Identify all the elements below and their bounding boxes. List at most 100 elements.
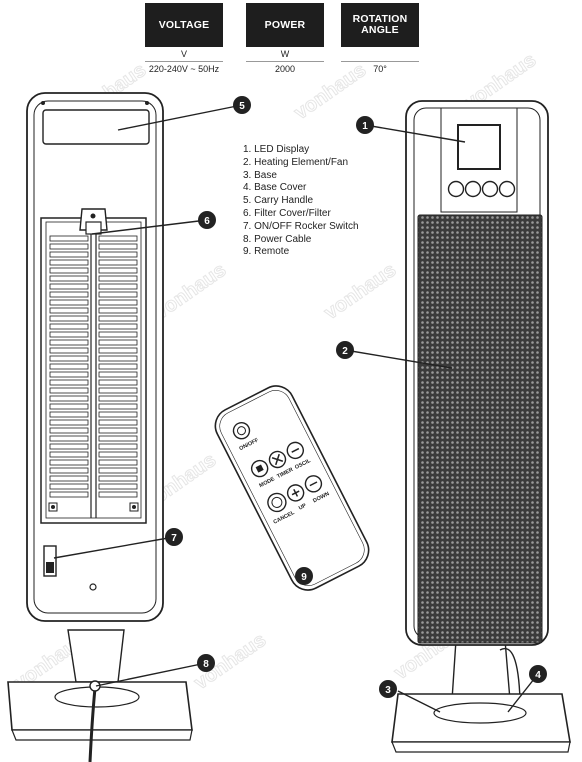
led-display	[457, 124, 501, 170]
spec-power-unit: W	[246, 47, 324, 62]
legend-item: 6. Filter Cover/Filter	[243, 207, 331, 219]
callout-1: 1	[356, 116, 374, 134]
louver-slat	[49, 235, 89, 242]
louver-slat	[49, 323, 89, 330]
louver-slat	[49, 475, 89, 482]
spec-rotation-unit	[341, 47, 419, 62]
louver-slat	[49, 379, 89, 386]
louver-slat	[98, 419, 138, 426]
svg-text:3: 3	[385, 685, 391, 696]
legend-item: 9. Remote	[243, 246, 290, 258]
louver-slat	[98, 427, 138, 434]
power-cable	[88, 687, 97, 762]
svg-text:6: 6	[204, 216, 210, 227]
louver-slat	[49, 411, 89, 418]
heating-element-grille	[417, 214, 543, 644]
louver-slat	[49, 283, 89, 290]
callout-2: 2	[336, 341, 354, 359]
legend-item: 5. Carry Handle	[243, 195, 314, 207]
louver-slat	[49, 307, 89, 314]
watermark-mark: vonhaus	[320, 259, 400, 324]
callout-3: 3	[379, 680, 397, 698]
louver-slat	[98, 331, 138, 338]
louver-slat	[98, 443, 138, 450]
louver-slat	[49, 355, 89, 362]
louver-slat	[49, 403, 89, 410]
louver-slat	[98, 435, 138, 442]
svg-text:1: 1	[362, 121, 368, 132]
watermark-mark: vonhaus	[290, 59, 370, 124]
louver-slat	[49, 347, 89, 354]
louver-slat	[98, 347, 138, 354]
remote: ON/OFF MODE TIMER OSCIL CANCEL UP DOWN	[214, 385, 370, 591]
louver-slat	[98, 251, 138, 258]
callouts: 1 2 3 4 5 6 7 8 9	[165, 96, 547, 698]
spec-voltage: VOLTAGE V 220-240V ~ 50Hz	[145, 3, 223, 76]
callout-4: 4	[529, 665, 547, 683]
legend-item: 8. Power Cable	[243, 233, 312, 245]
legend-item: 1. LED Display	[243, 144, 310, 155]
louver-slat	[49, 419, 89, 426]
spec-rotation: ROTATION ANGLE 70°	[341, 3, 419, 76]
svg-text:2: 2	[342, 346, 348, 357]
legend-item: 2. Heating Element/Fan	[243, 156, 349, 168]
spec-voltage-value: 220-240V ~ 50Hz	[148, 64, 220, 74]
louver-slat	[49, 443, 89, 450]
carry-handle	[42, 109, 150, 145]
remote-up-label: UP	[298, 503, 308, 512]
louver-slat	[98, 483, 138, 490]
spec-rotation-value: 70°	[373, 64, 387, 74]
remote-cancel-button	[267, 492, 287, 513]
spec-power-header: POWER	[246, 3, 324, 47]
callout-7: 7	[165, 528, 183, 546]
louver-slat	[49, 363, 89, 370]
louver-slat	[49, 275, 89, 282]
svg-text:5: 5	[239, 101, 245, 112]
louver-slat	[49, 371, 89, 378]
louver-slat	[98, 379, 138, 386]
louver-slat	[49, 395, 89, 402]
louver-slat	[49, 387, 89, 394]
louver-slat	[49, 459, 89, 466]
louver-slat	[49, 491, 89, 498]
louver-slat	[98, 467, 138, 474]
legend-item: 7. ON/OFF Rocker Switch	[243, 220, 359, 232]
louver-slat	[98, 291, 138, 298]
svg-text:4: 4	[535, 670, 541, 681]
louver-slat	[49, 339, 89, 346]
louver-slat	[49, 331, 89, 338]
base-cover	[433, 702, 527, 724]
louver-slat	[98, 491, 138, 498]
remote-onoff-button	[232, 421, 251, 440]
louver-slat	[49, 483, 89, 490]
louver-slat	[98, 243, 138, 250]
louver-slat	[49, 427, 89, 434]
louver-slat	[49, 315, 89, 322]
louver-slat	[98, 403, 138, 410]
filter-louvers	[49, 235, 138, 498]
louver-slat	[98, 323, 138, 330]
louver-slat	[98, 363, 138, 370]
callout-5: 5	[233, 96, 251, 114]
louver-slat	[98, 235, 138, 242]
louver-slat	[49, 435, 89, 442]
louver-slat	[98, 315, 138, 322]
louver-slat	[98, 355, 138, 362]
louver-slat	[98, 267, 138, 274]
louver-slat	[98, 395, 138, 402]
louver-slat	[49, 451, 89, 458]
louver-slat	[98, 411, 138, 418]
spec-voltage-unit: V	[145, 47, 223, 62]
spec-rotation-header: ROTATION ANGLE	[341, 3, 419, 47]
legend-item: 4. Base Cover	[243, 182, 307, 194]
louver-slat	[49, 243, 89, 250]
louver-slat	[98, 387, 138, 394]
spec-voltage-header: VOLTAGE	[145, 3, 223, 47]
louver-slat	[98, 475, 138, 482]
louver-slat	[49, 291, 89, 298]
louver-slat	[49, 299, 89, 306]
louver-slat	[49, 467, 89, 474]
louver-slat	[98, 259, 138, 266]
louver-slat	[98, 299, 138, 306]
